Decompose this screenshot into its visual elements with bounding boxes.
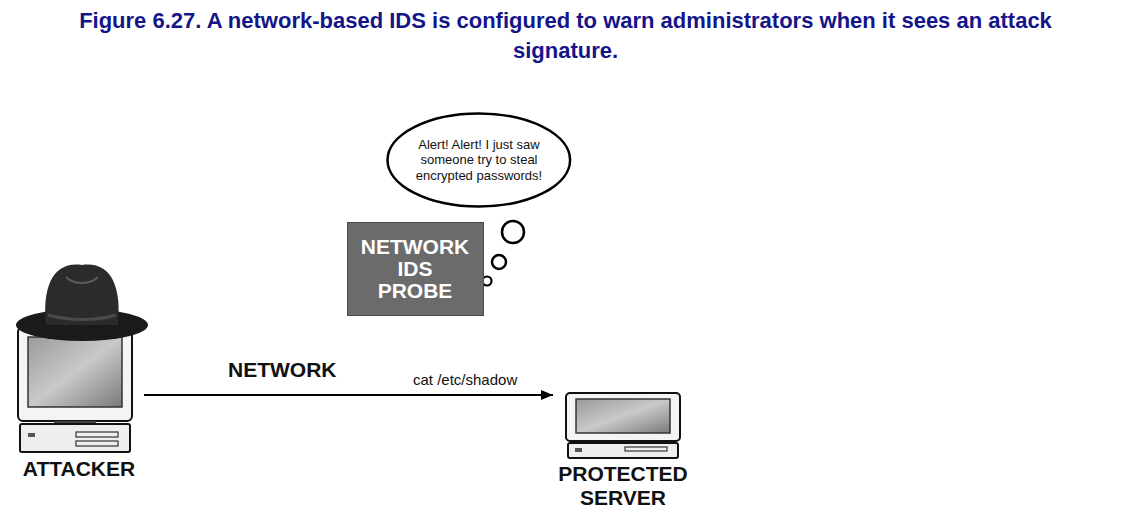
connector-arrow — [144, 394, 553, 396]
drive-slot — [625, 447, 667, 451]
hat-band — [48, 315, 116, 320]
monitor-screen — [28, 337, 122, 407]
power-light — [575, 448, 582, 452]
hat-crease — [66, 277, 98, 283]
cloud-lobe — [396, 268, 484, 356]
monitor-case — [566, 393, 680, 441]
command-label: cat /etc/shadow — [413, 371, 517, 388]
bubble-ellipse — [388, 114, 571, 207]
cloud-lobe — [162, 270, 262, 370]
computer-tower — [568, 443, 678, 458]
cloud-lobe — [296, 386, 384, 474]
cloud-lobe — [350, 212, 450, 312]
network-label: NETWORK — [228, 358, 337, 382]
cloud-lobe — [215, 240, 405, 430]
attacker-icon — [14, 255, 144, 455]
drive-slot — [76, 441, 118, 446]
monitor-case — [18, 327, 132, 421]
edge-label-holder: cat /etc/shadow — [413, 371, 517, 388]
server-icon — [553, 392, 693, 460]
hat-crown — [45, 265, 119, 325]
monitor-screen — [576, 399, 670, 433]
thought-dot — [492, 255, 506, 269]
thought-dot — [502, 221, 524, 243]
cloud-lobe — [274, 192, 366, 284]
figure-title: Figure 6.27. A network-based IDS is conf… — [30, 6, 1101, 66]
cloud-lobe — [200, 200, 300, 300]
cloud-lobe — [218, 388, 306, 476]
ids-probe-box: NETWORK IDS PROBE — [347, 222, 484, 316]
drive-slot — [76, 432, 118, 437]
alert-text: Alert! Alert! I just saw someone try to … — [415, 137, 543, 184]
thought-bubble: Alert! Alert! I just saw someone try to … — [386, 112, 572, 208]
probe-label: NETWORK IDS PROBE — [361, 236, 470, 302]
attacker-computer: ATTACKER — [14, 255, 144, 481]
protected-server: PROTECTED SERVER — [553, 392, 693, 510]
thought-dot — [483, 277, 492, 286]
computer-tower — [20, 424, 130, 452]
power-light — [28, 433, 35, 437]
computer-label: ATTACKER — [14, 457, 144, 481]
computer-label: PROTECTED SERVER — [553, 462, 693, 510]
title-block: Figure 6.27. A network-based IDS is conf… — [0, 6, 1131, 66]
